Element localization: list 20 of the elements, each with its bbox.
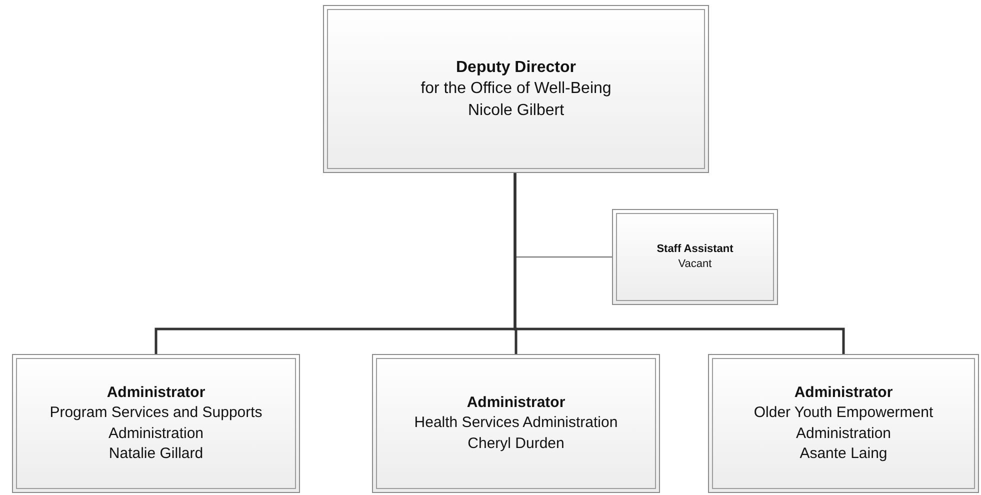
connector-line: [514, 173, 845, 354]
position-detail: Natalie Gillard: [108, 444, 204, 464]
position-detail: Vacant: [678, 257, 712, 272]
job-title: Administrator: [106, 383, 206, 403]
job-title: Deputy Director: [456, 58, 576, 78]
position-box: [708, 354, 979, 493]
job-title: Administrator: [466, 393, 566, 414]
position-detail: for the Office of Well-Being: [420, 79, 612, 100]
position-detail: Older Youth Empowerment Administration: [752, 403, 934, 444]
job-title: Administrator: [794, 383, 893, 403]
position-box: [612, 209, 778, 305]
position-box: [372, 354, 660, 493]
position-box: [323, 5, 709, 173]
job-title: Staff Assistant: [656, 242, 734, 257]
position-detail: Program Services and Supports Administration: [48, 403, 264, 444]
position-detail: Asante Laing: [800, 444, 888, 464]
position-detail: Health Services Administration: [414, 413, 618, 434]
position-box: [12, 354, 300, 493]
position-detail: Nicole Gilbert: [468, 100, 564, 121]
position-detail: Cheryl Durden: [468, 434, 564, 454]
